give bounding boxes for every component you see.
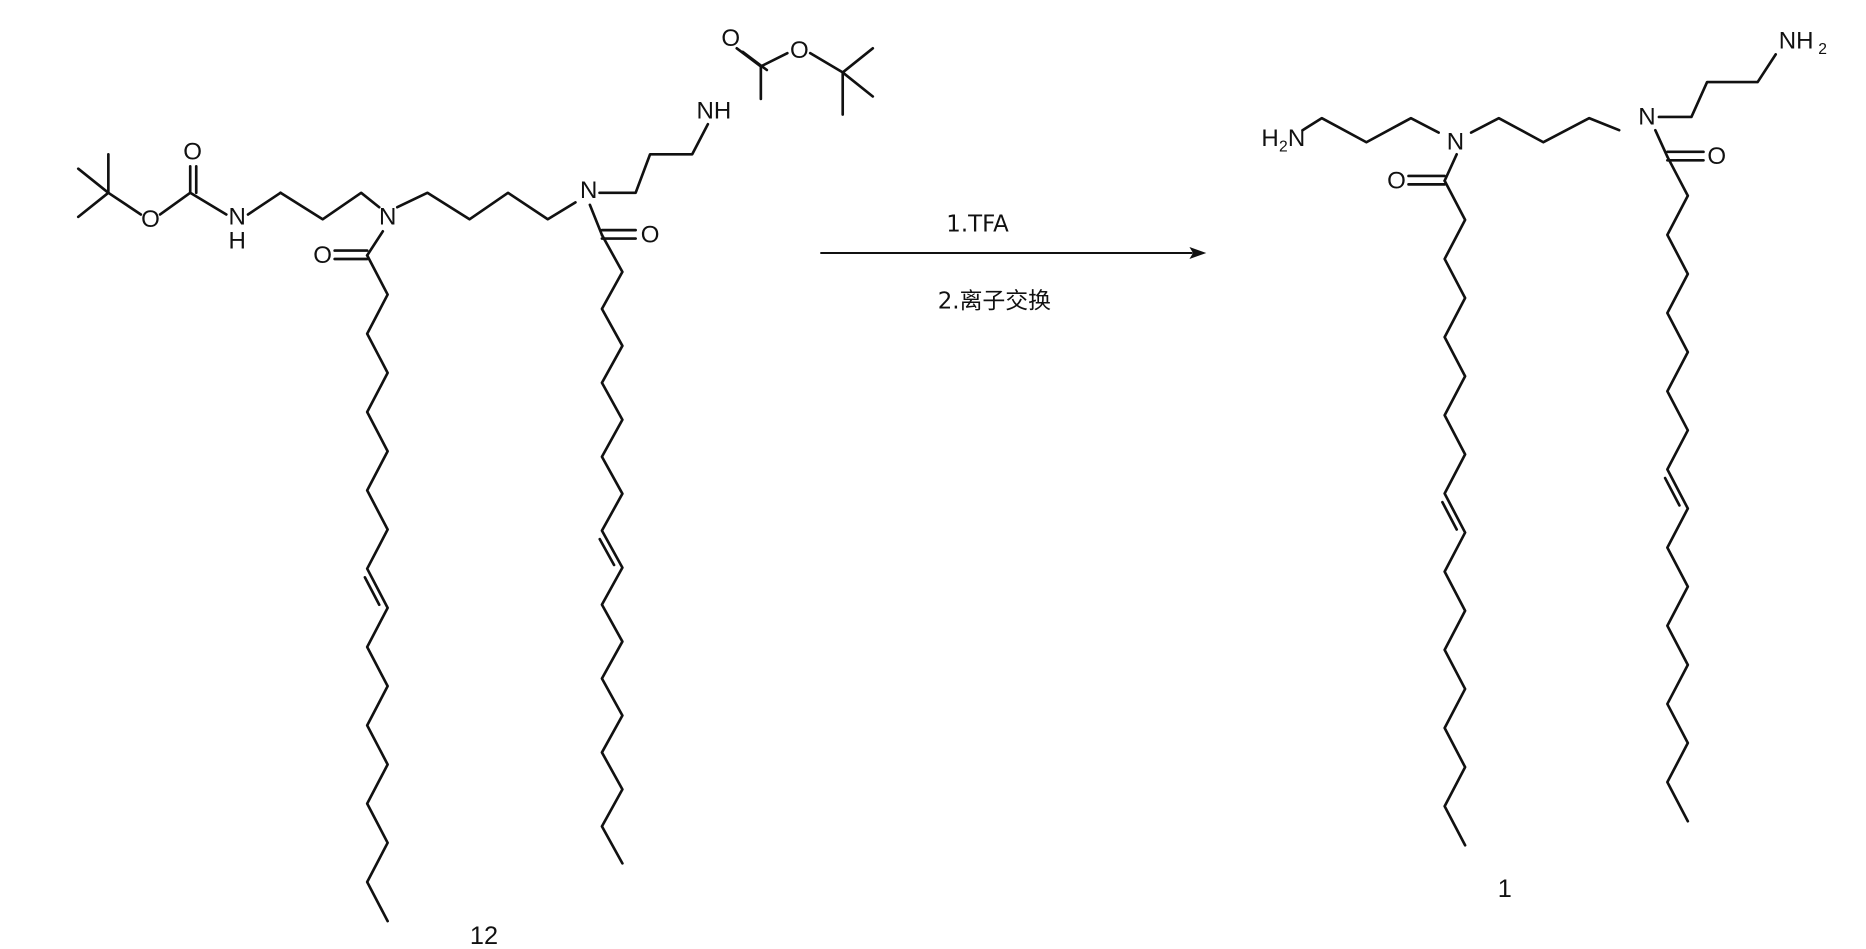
atom-NH: NH bbox=[697, 97, 732, 124]
atom-subscript-2: 2 bbox=[1818, 41, 1827, 58]
atom-O: O bbox=[641, 221, 660, 248]
atom-O: O bbox=[721, 25, 740, 52]
atom-N: N bbox=[228, 203, 245, 230]
atom-H: H bbox=[228, 227, 245, 254]
atom-N: N bbox=[1447, 129, 1464, 156]
product-fatty-chains bbox=[1442, 157, 1687, 846]
double-bond bbox=[1665, 478, 1679, 505]
condition-step2: 2.离子交换 bbox=[938, 288, 1051, 314]
atom-subscript-2: 2 bbox=[1279, 139, 1288, 156]
atom-O: O bbox=[141, 206, 160, 233]
atom-N: N bbox=[379, 203, 396, 230]
product-backbone-bonds bbox=[1303, 54, 1776, 184]
atom-O: O bbox=[790, 37, 809, 64]
atom-N: N bbox=[580, 177, 597, 204]
atom-NH: NH bbox=[1779, 28, 1814, 55]
double-bond bbox=[600, 539, 614, 565]
atom-O: O bbox=[1707, 143, 1726, 170]
double-bond bbox=[365, 577, 379, 604]
atom-O: O bbox=[313, 242, 332, 269]
atom-N: N bbox=[1288, 125, 1305, 152]
compound-label-12: 12 bbox=[470, 922, 498, 949]
double-bond bbox=[1442, 502, 1456, 529]
condition-step1: 1.TFA bbox=[946, 211, 1009, 237]
atom-N: N bbox=[1638, 103, 1655, 130]
atom-O: O bbox=[183, 138, 202, 165]
reactant-12: O O N H N N NH O O O O 12 bbox=[78, 25, 873, 949]
atom-H: H bbox=[1261, 125, 1278, 152]
product-1: H 2 N N N NH 2 O O 1 bbox=[1261, 28, 1827, 903]
compound-label-1: 1 bbox=[1498, 875, 1512, 903]
reaction-arrow: 1.TFA 2.离子交换 bbox=[821, 211, 1206, 314]
reactant-fatty-chains bbox=[365, 235, 622, 921]
atom-O: O bbox=[1387, 167, 1406, 194]
